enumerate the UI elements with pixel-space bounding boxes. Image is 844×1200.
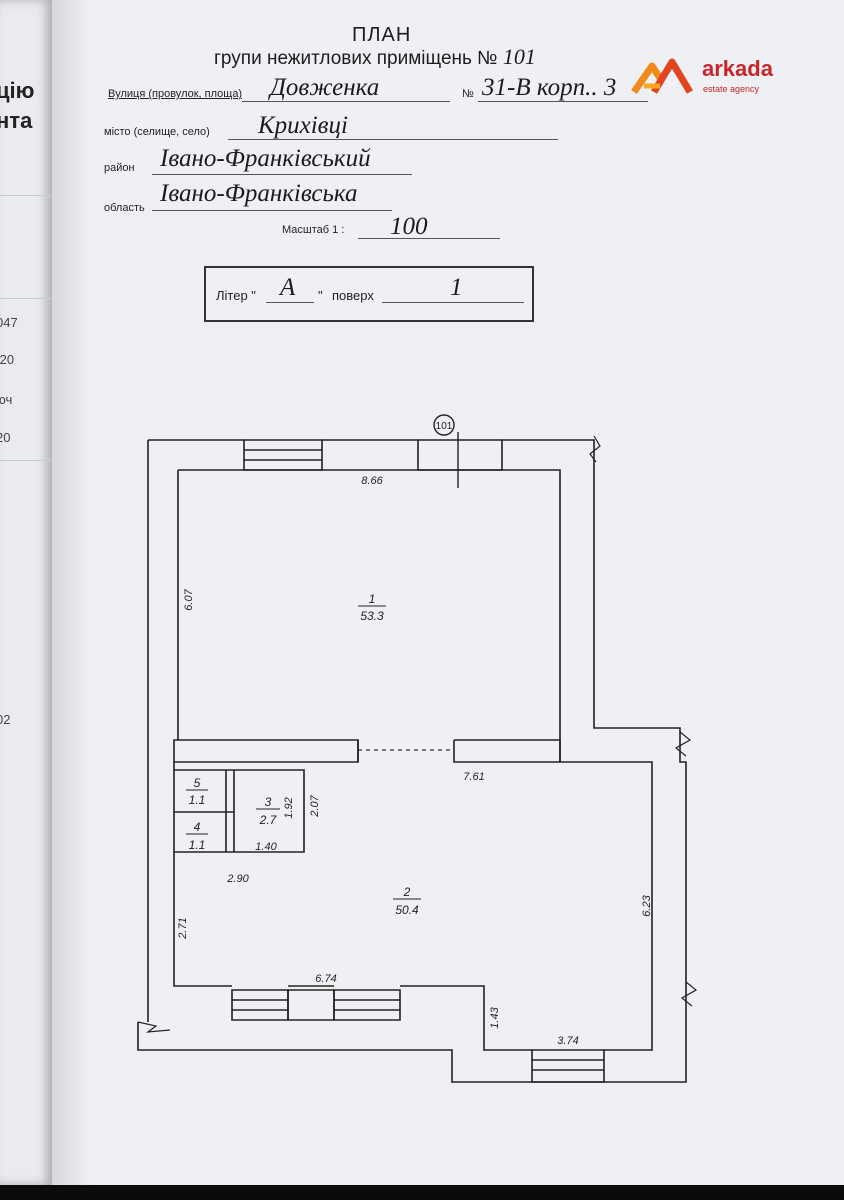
- liter-value: А: [280, 274, 296, 301]
- dimension-label: 6.23: [641, 894, 653, 916]
- floor-plan: 101 1 53.3 2 50.4 3 2.7 4 1.1 5 1.1 8.66: [137, 414, 698, 1083]
- region-value: Івано-Франківська: [160, 180, 358, 207]
- dimension-label: 1.40: [255, 841, 277, 853]
- city-label: місто (селище, село): [104, 126, 210, 138]
- dimension-label: 2.07: [309, 794, 321, 817]
- room-2-area: 50.4: [395, 903, 419, 917]
- dimension-label: 8.66: [361, 475, 383, 487]
- scale-value: 100: [390, 213, 428, 240]
- quote-mark: ": [318, 288, 323, 303]
- logo-name: arkada: [702, 56, 773, 81]
- room-5-number: 5: [194, 776, 201, 790]
- district-value: Івано-Франківський: [160, 145, 371, 172]
- left-page-fragment: юч: [0, 392, 13, 407]
- street-label: Вулиця (провулок, площа): [108, 88, 243, 100]
- arkada-logo-icon: [631, 58, 694, 94]
- dimension-label: 2.71: [177, 917, 189, 939]
- dimension-label: 2.90: [226, 873, 249, 885]
- left-page-edge: цію нта 047 .20 юч 20 02: [0, 0, 52, 1185]
- group-marker: 101: [436, 421, 453, 432]
- letter-floor-box: Літер " А " поверх 1: [204, 266, 534, 322]
- room-4-number: 4: [194, 820, 201, 834]
- logo-tagline: estate agency: [703, 84, 760, 94]
- liter-label: Літер ": [216, 288, 256, 303]
- left-page-fragment: цію: [0, 78, 35, 103]
- left-page-fragment: .20: [0, 352, 15, 367]
- page-title: ПЛАН: [352, 24, 412, 46]
- floor-label: поверх: [332, 288, 374, 303]
- street-value: Довженка: [270, 74, 380, 101]
- room-1-area: 53.3: [360, 609, 384, 623]
- page-subtitle: групи нежитлових приміщень № 101: [214, 44, 536, 70]
- dimension-label: 6.07: [183, 588, 195, 610]
- left-page-fragment: 02: [0, 712, 11, 727]
- dimension-label: 6.74: [315, 973, 336, 985]
- subtitle-number: 101: [502, 44, 536, 69]
- room-1-number: 1: [369, 592, 376, 606]
- dimension-label: 7.61: [463, 771, 484, 783]
- region-label: область: [104, 202, 145, 214]
- dimension-label: 1.43: [489, 1006, 501, 1028]
- room-3-number: 3: [265, 795, 272, 809]
- document-page: ПЛАН групи нежитлових приміщень № 101 ar…: [52, 0, 844, 1185]
- dimension-label: 1.92: [283, 797, 295, 818]
- number-label: №: [462, 88, 474, 100]
- subtitle-text: групи нежитлових приміщень №: [214, 48, 498, 69]
- left-page-fragment: 047: [0, 315, 18, 330]
- city-value: Крихівці: [258, 112, 348, 139]
- bottom-black-bar: [0, 1185, 844, 1200]
- left-page-fragment: 20: [0, 430, 11, 445]
- floor-value: 1: [450, 274, 463, 301]
- dimension-label: 3.74: [557, 1035, 578, 1047]
- scale-label: Масштаб 1 :: [282, 224, 345, 236]
- district-label: район: [104, 162, 135, 174]
- room-5-area: 1.1: [189, 793, 206, 807]
- arkada-logo: arkada estate agency: [630, 56, 840, 98]
- room-2-number: 2: [403, 885, 411, 899]
- group-marker-circle: [433, 414, 455, 436]
- room-4-area: 1.1: [189, 838, 206, 852]
- room-3-area: 2.7: [259, 813, 278, 827]
- number-value: 31-В корп.. 3: [482, 74, 617, 101]
- left-page-fragment: нта: [0, 108, 33, 133]
